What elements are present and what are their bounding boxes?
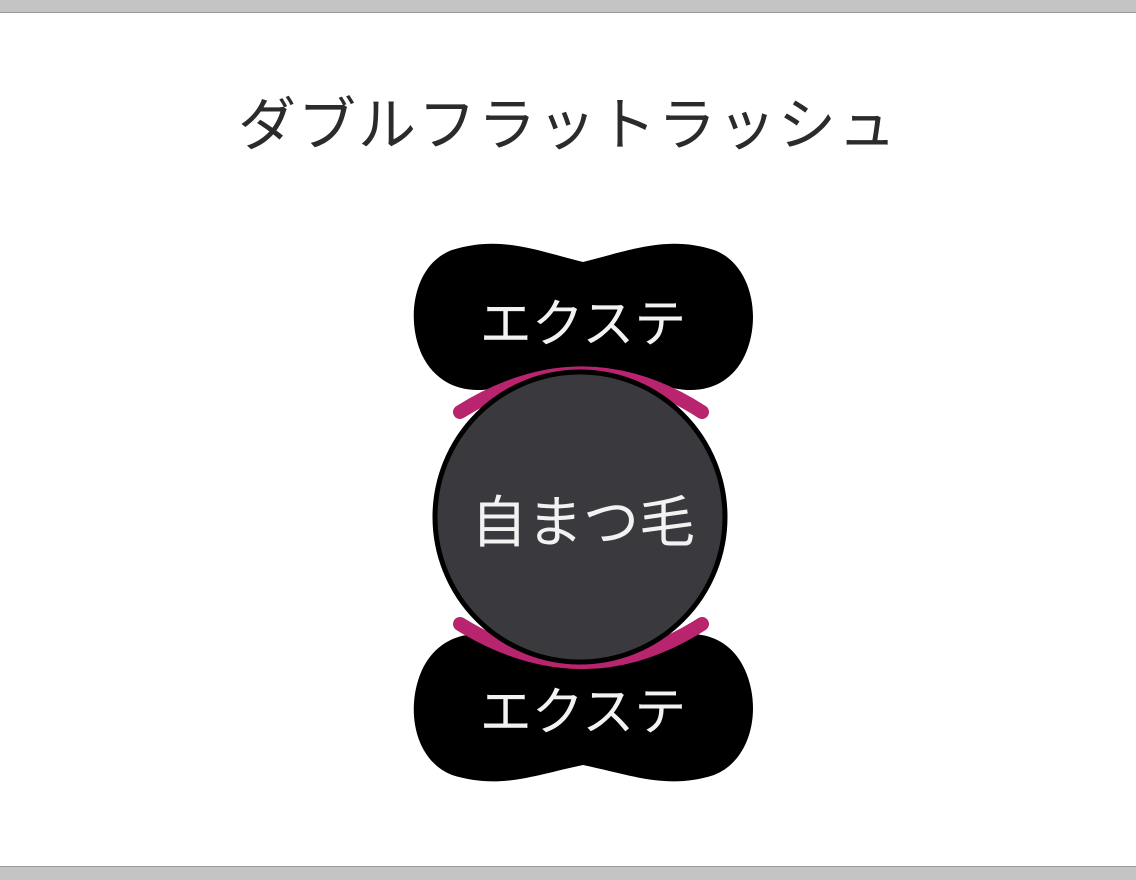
natural-lash-circle bbox=[432, 369, 728, 665]
top-extension-label: エクステ bbox=[480, 295, 686, 355]
diagram-title: ダブルフラットラッシュ bbox=[237, 91, 898, 159]
bottom-extension-shape bbox=[413, 633, 753, 782]
bottom-border-bar bbox=[0, 866, 1136, 880]
top-extension-shape bbox=[413, 243, 753, 391]
top-border-bar bbox=[0, 0, 1136, 13]
bottom-extension-label: エクステ bbox=[480, 683, 686, 743]
natural-lash-label: 自まつ毛 bbox=[471, 491, 695, 556]
